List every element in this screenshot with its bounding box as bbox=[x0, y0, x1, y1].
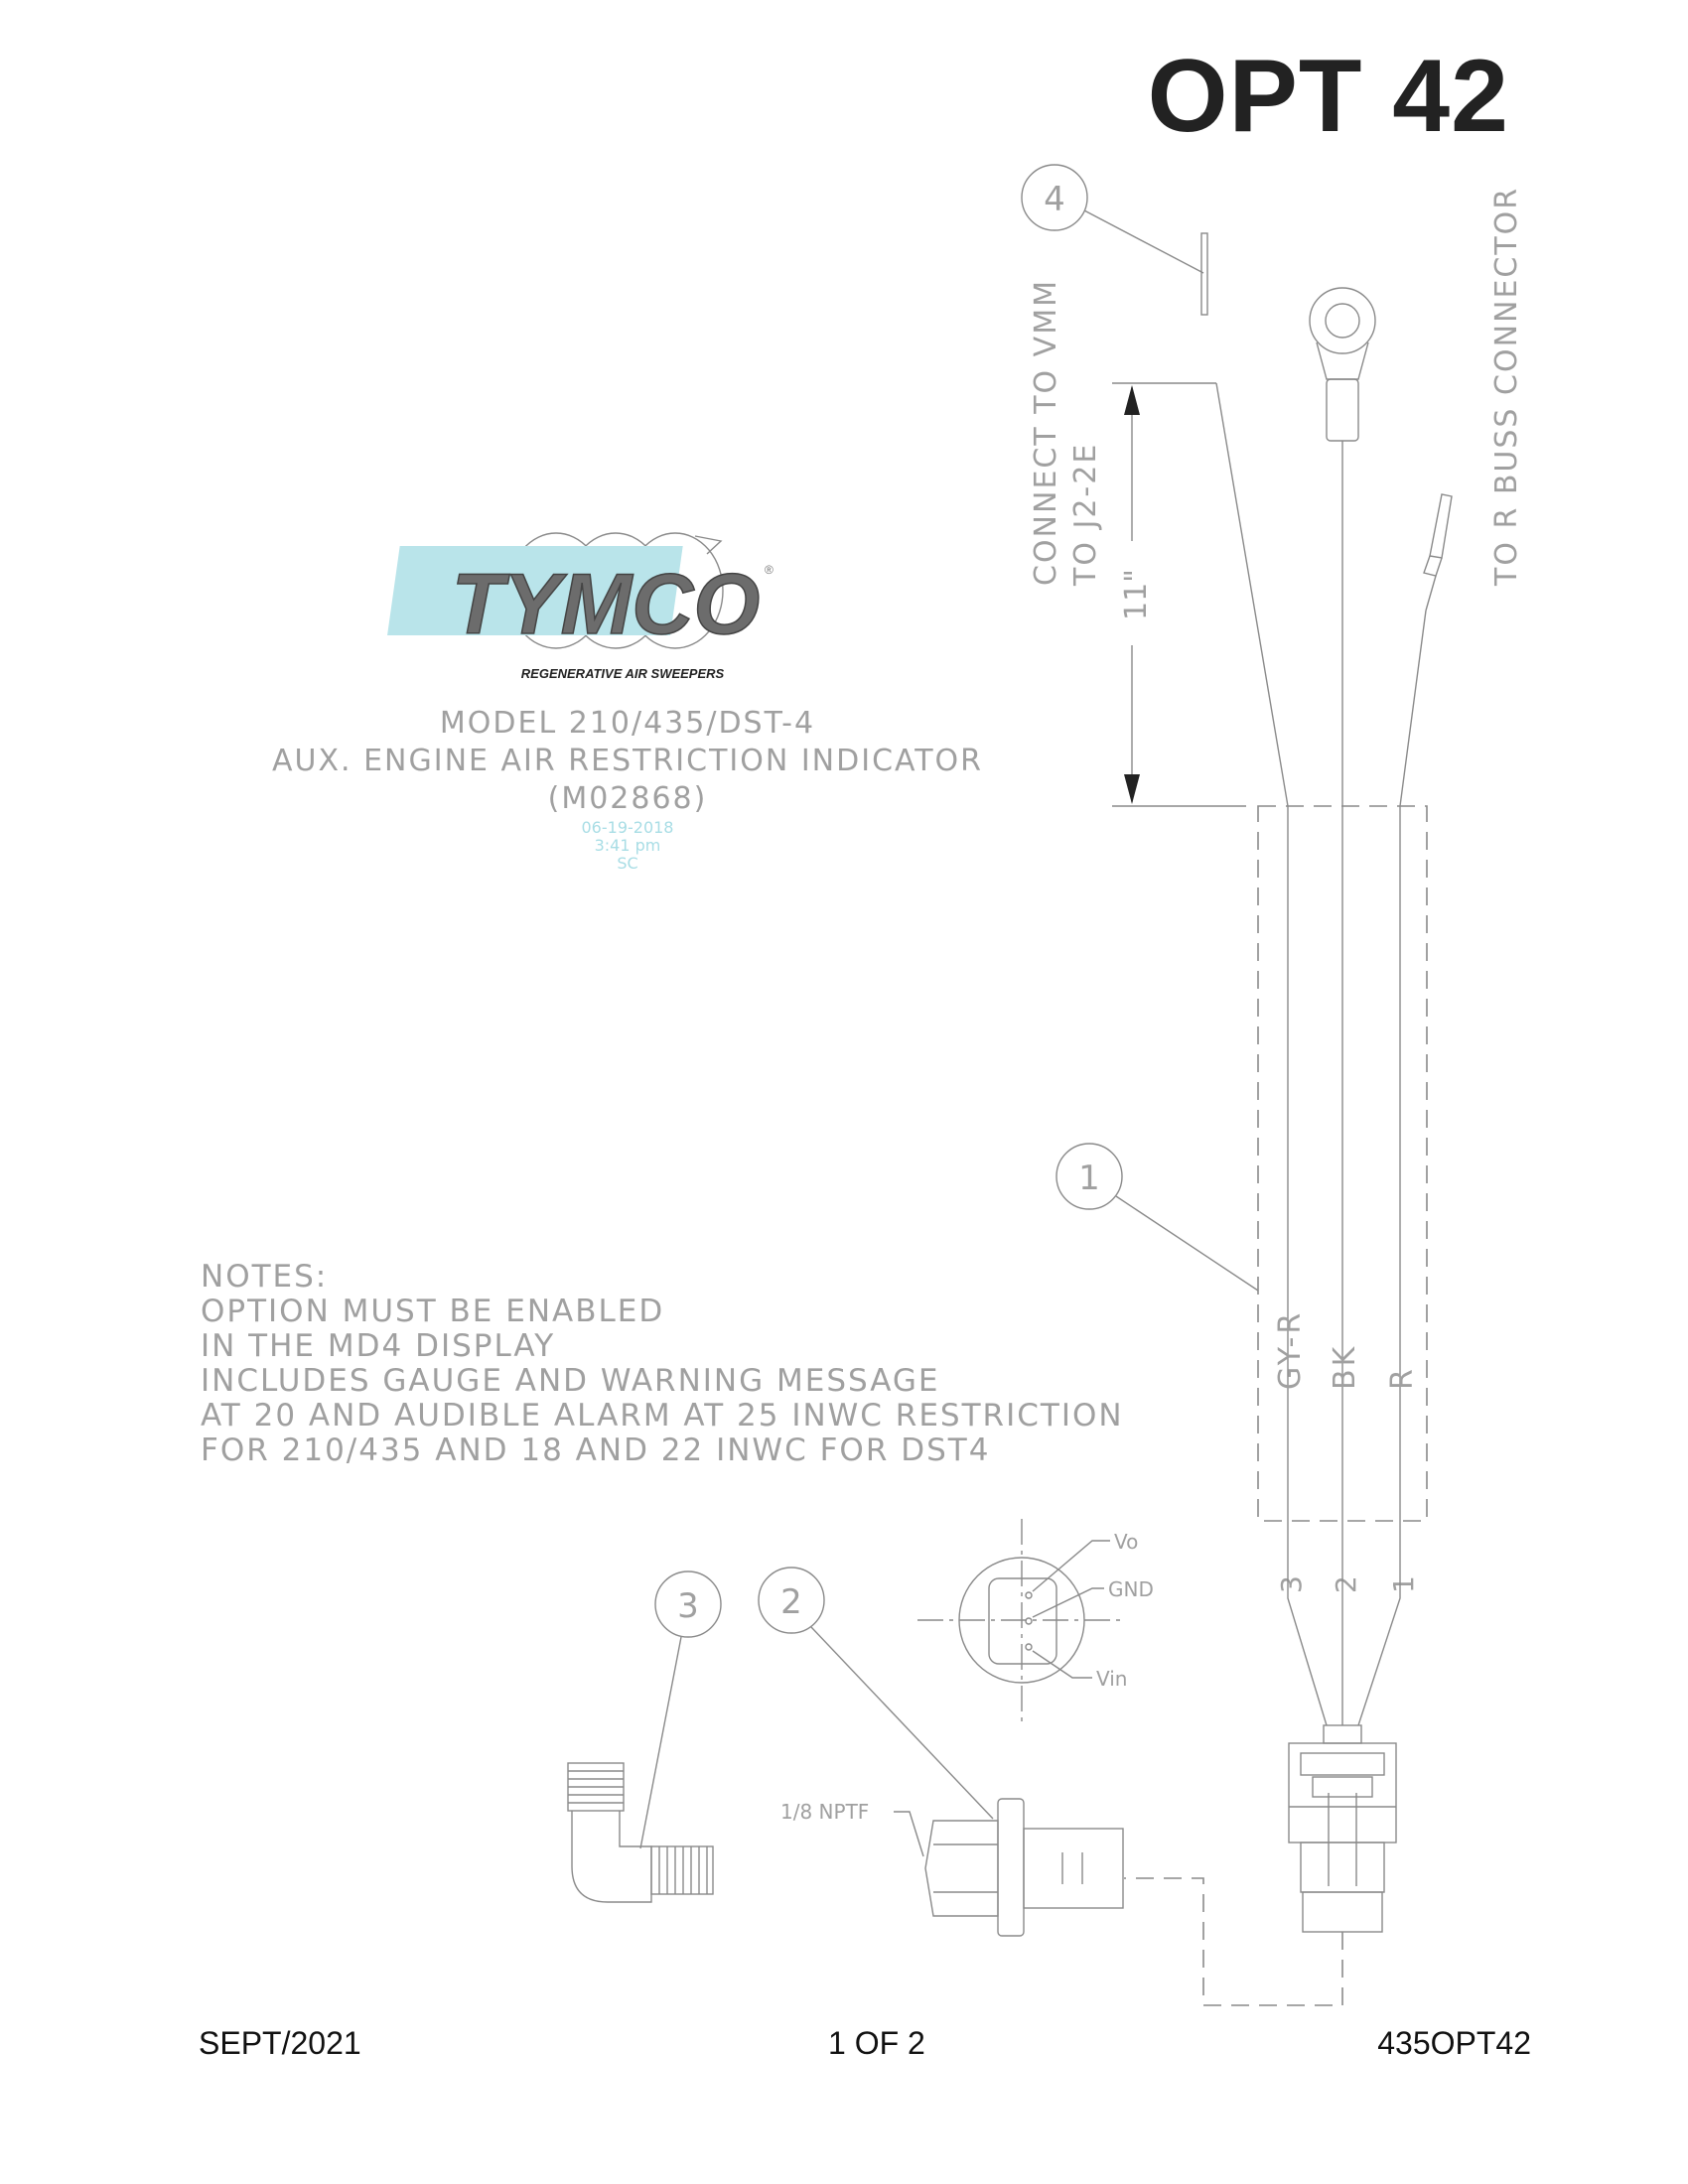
svg-text:3: 3 bbox=[677, 1586, 699, 1626]
wire-label-gy-r: GY-R bbox=[1273, 1310, 1308, 1390]
callout-4: 4 bbox=[1021, 164, 1204, 274]
timestamp-initials: SC bbox=[617, 854, 637, 873]
svg-text:2: 2 bbox=[780, 1582, 802, 1622]
timestamp-time: 3:41 pm bbox=[595, 836, 661, 855]
to-r-buss-label: TO R BUSS CONNECTOR bbox=[1489, 187, 1524, 587]
option-title: OPT 42 bbox=[1147, 39, 1509, 154]
connect-vmm-label: CONNECT TO VMM bbox=[1029, 279, 1063, 586]
callout-2: 2 bbox=[758, 1567, 994, 1820]
footer-date: SEPT/2021 bbox=[199, 2025, 361, 2061]
notes-line: IN THE MD4 DISPLAY bbox=[201, 1328, 555, 1364]
pin-vin-label: Vin bbox=[1096, 1667, 1127, 1691]
mating-connection bbox=[1124, 1877, 1343, 2006]
tymco-logo: TYMCO ® REGENERATIVE AIR SWEEPERS bbox=[387, 532, 774, 681]
timestamp-date: 06-19-2018 bbox=[582, 818, 674, 837]
pin-vo-label: Vo bbox=[1114, 1530, 1138, 1554]
notes-line: FOR 210/435 AND 18 AND 22 INWC FOR DST4 bbox=[201, 1433, 990, 1468]
footer-page: 1 OF 2 bbox=[828, 2025, 925, 2061]
wire-bundle bbox=[1215, 382, 1428, 1529]
registered-mark: ® bbox=[765, 563, 774, 577]
pin-terminal bbox=[1423, 493, 1453, 612]
wiring-connector bbox=[1288, 1724, 1397, 1933]
callout-3: 3 bbox=[639, 1570, 722, 1849]
logo-tagline: REGENERATIVE AIR SWEEPERS bbox=[521, 666, 725, 681]
footer-doc-id: 435OPT42 bbox=[1377, 2025, 1531, 2061]
pin-gnd-label: GND bbox=[1108, 1577, 1154, 1601]
svg-text:1: 1 bbox=[1078, 1159, 1100, 1198]
notes-line: INCLUDES GAUGE AND WARNING MESSAGE bbox=[201, 1363, 940, 1399]
notes-line: AT 20 AND AUDIBLE ALARM AT 25 INWC RESTR… bbox=[201, 1398, 1124, 1433]
svg-text:4: 4 bbox=[1044, 180, 1065, 219]
ring-terminal bbox=[1309, 287, 1376, 442]
nptf-label: 1/8 NPTF bbox=[780, 1800, 869, 1824]
connect-vmm-pin-label: TO J2-2E bbox=[1068, 443, 1103, 587]
sensor-pinout-view: Vo GND Vin bbox=[917, 1519, 1154, 1722]
notes-heading: NOTES: bbox=[201, 1259, 328, 1295]
pressure-sensor: 1/8 NPTF bbox=[780, 1798, 1124, 1937]
elbow-fitting bbox=[567, 1762, 714, 1903]
notes-block: NOTES: OPTION MUST BE ENABLED IN THE MD4… bbox=[201, 1259, 1124, 1468]
wire-label-bk: BK bbox=[1328, 1344, 1362, 1390]
dimension-11in: 11" bbox=[1112, 382, 1246, 807]
model-text: MODEL 210/435/DST-4 bbox=[440, 706, 815, 741]
pin-number-1: 1 bbox=[1387, 1575, 1420, 1593]
logo-wordmark: TYMCO bbox=[452, 557, 761, 652]
pin-number-2: 2 bbox=[1330, 1575, 1362, 1593]
sleeve-outline bbox=[1257, 805, 1428, 1522]
pin-number-3: 3 bbox=[1275, 1575, 1308, 1593]
svg-text:11": 11" bbox=[1119, 569, 1154, 620]
logo-band bbox=[387, 546, 683, 635]
wire-label-r: R bbox=[1385, 1366, 1420, 1390]
flat-terminal bbox=[1200, 232, 1208, 316]
notes-line: OPTION MUST BE ENABLED bbox=[201, 1294, 664, 1329]
description-text: AUX. ENGINE AIR RESTRICTION INDICATOR bbox=[272, 744, 983, 778]
callout-1: 1 bbox=[1055, 1143, 1259, 1292]
wire-convergence bbox=[1287, 1529, 1401, 1726]
part-number-text: (M02868) bbox=[548, 781, 708, 816]
